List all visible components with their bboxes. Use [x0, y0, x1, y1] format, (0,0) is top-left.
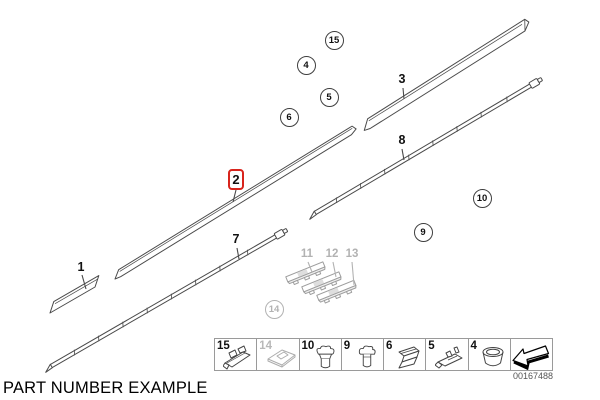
callout-part-3[interactable]: 3	[398, 72, 406, 86]
gray-leader-lines	[307, 261, 355, 286]
legend-cell-15[interactable]: 15	[215, 339, 258, 370]
prong-clip-icon	[434, 346, 462, 369]
legend-number-14: 14	[259, 340, 273, 352]
callout-circle-4[interactable]: 4	[296, 55, 316, 75]
callout-circle-9[interactable]: 9	[413, 222, 433, 242]
legend-number-4: 4	[470, 340, 477, 352]
rail-part-8	[309, 77, 543, 220]
callout-circle-14[interactable]: 14	[264, 299, 284, 319]
callout-part-12[interactable]: 12	[325, 248, 339, 260]
callout-part-1[interactable]: 1	[77, 260, 85, 274]
callout-part-7[interactable]: 7	[232, 232, 240, 246]
callout-part-11[interactable]: 11	[300, 248, 314, 260]
legend-number-9: 9	[343, 340, 351, 352]
callout-part-8[interactable]: 8	[398, 133, 406, 147]
legend-number-6: 6	[386, 340, 393, 352]
page-caption: PART NUMBER EXAMPLE	[3, 379, 208, 397]
callout-circle-15[interactable]: 15	[324, 30, 344, 50]
clip-rail-part-12	[301, 271, 342, 295]
rivet-icon	[358, 345, 376, 368]
spring-clip-icon	[398, 346, 420, 369]
molding-part-2	[114, 125, 357, 280]
legend-number-15: 15	[217, 340, 230, 352]
legend-cell-4[interactable]: 4	[469, 339, 511, 370]
legend-cell-9[interactable]: 9	[342, 339, 384, 370]
legend-cell-14[interactable]: 14	[257, 339, 300, 370]
callout-circle-10[interactable]: 10	[472, 188, 492, 208]
diagram-image-number: 00167488	[512, 371, 553, 381]
adhesive-pad-icon	[267, 349, 295, 368]
expanding-rivet-icon	[316, 345, 335, 369]
clip-bracket-icon	[223, 345, 251, 370]
fastener-legend: 15 14	[214, 338, 553, 371]
callout-circle-6[interactable]: 6	[279, 107, 299, 127]
callout-part-13[interactable]: 13	[345, 248, 359, 260]
molding-part-3	[363, 18, 530, 131]
clip-rails-group	[285, 261, 357, 304]
direction-arrow-icon	[512, 345, 550, 370]
legend-cell-5[interactable]: 5	[426, 339, 469, 370]
molding-part-1	[49, 275, 100, 314]
legend-number-5: 5	[428, 340, 435, 352]
legend-cell-10[interactable]: 10	[300, 339, 342, 370]
legend-cell-arrow[interactable]	[511, 339, 552, 370]
callout-part-2-highlighted[interactable]: 2	[228, 169, 244, 190]
legend-number-10: 10	[301, 340, 315, 352]
grommet-icon	[482, 347, 504, 367]
clip-rail-part-13	[316, 279, 357, 304]
rail-part-7	[45, 228, 288, 373]
leader-lines	[81, 87, 405, 290]
legend-cell-6[interactable]: 6	[384, 339, 427, 370]
callout-circle-5[interactable]: 5	[319, 87, 339, 107]
